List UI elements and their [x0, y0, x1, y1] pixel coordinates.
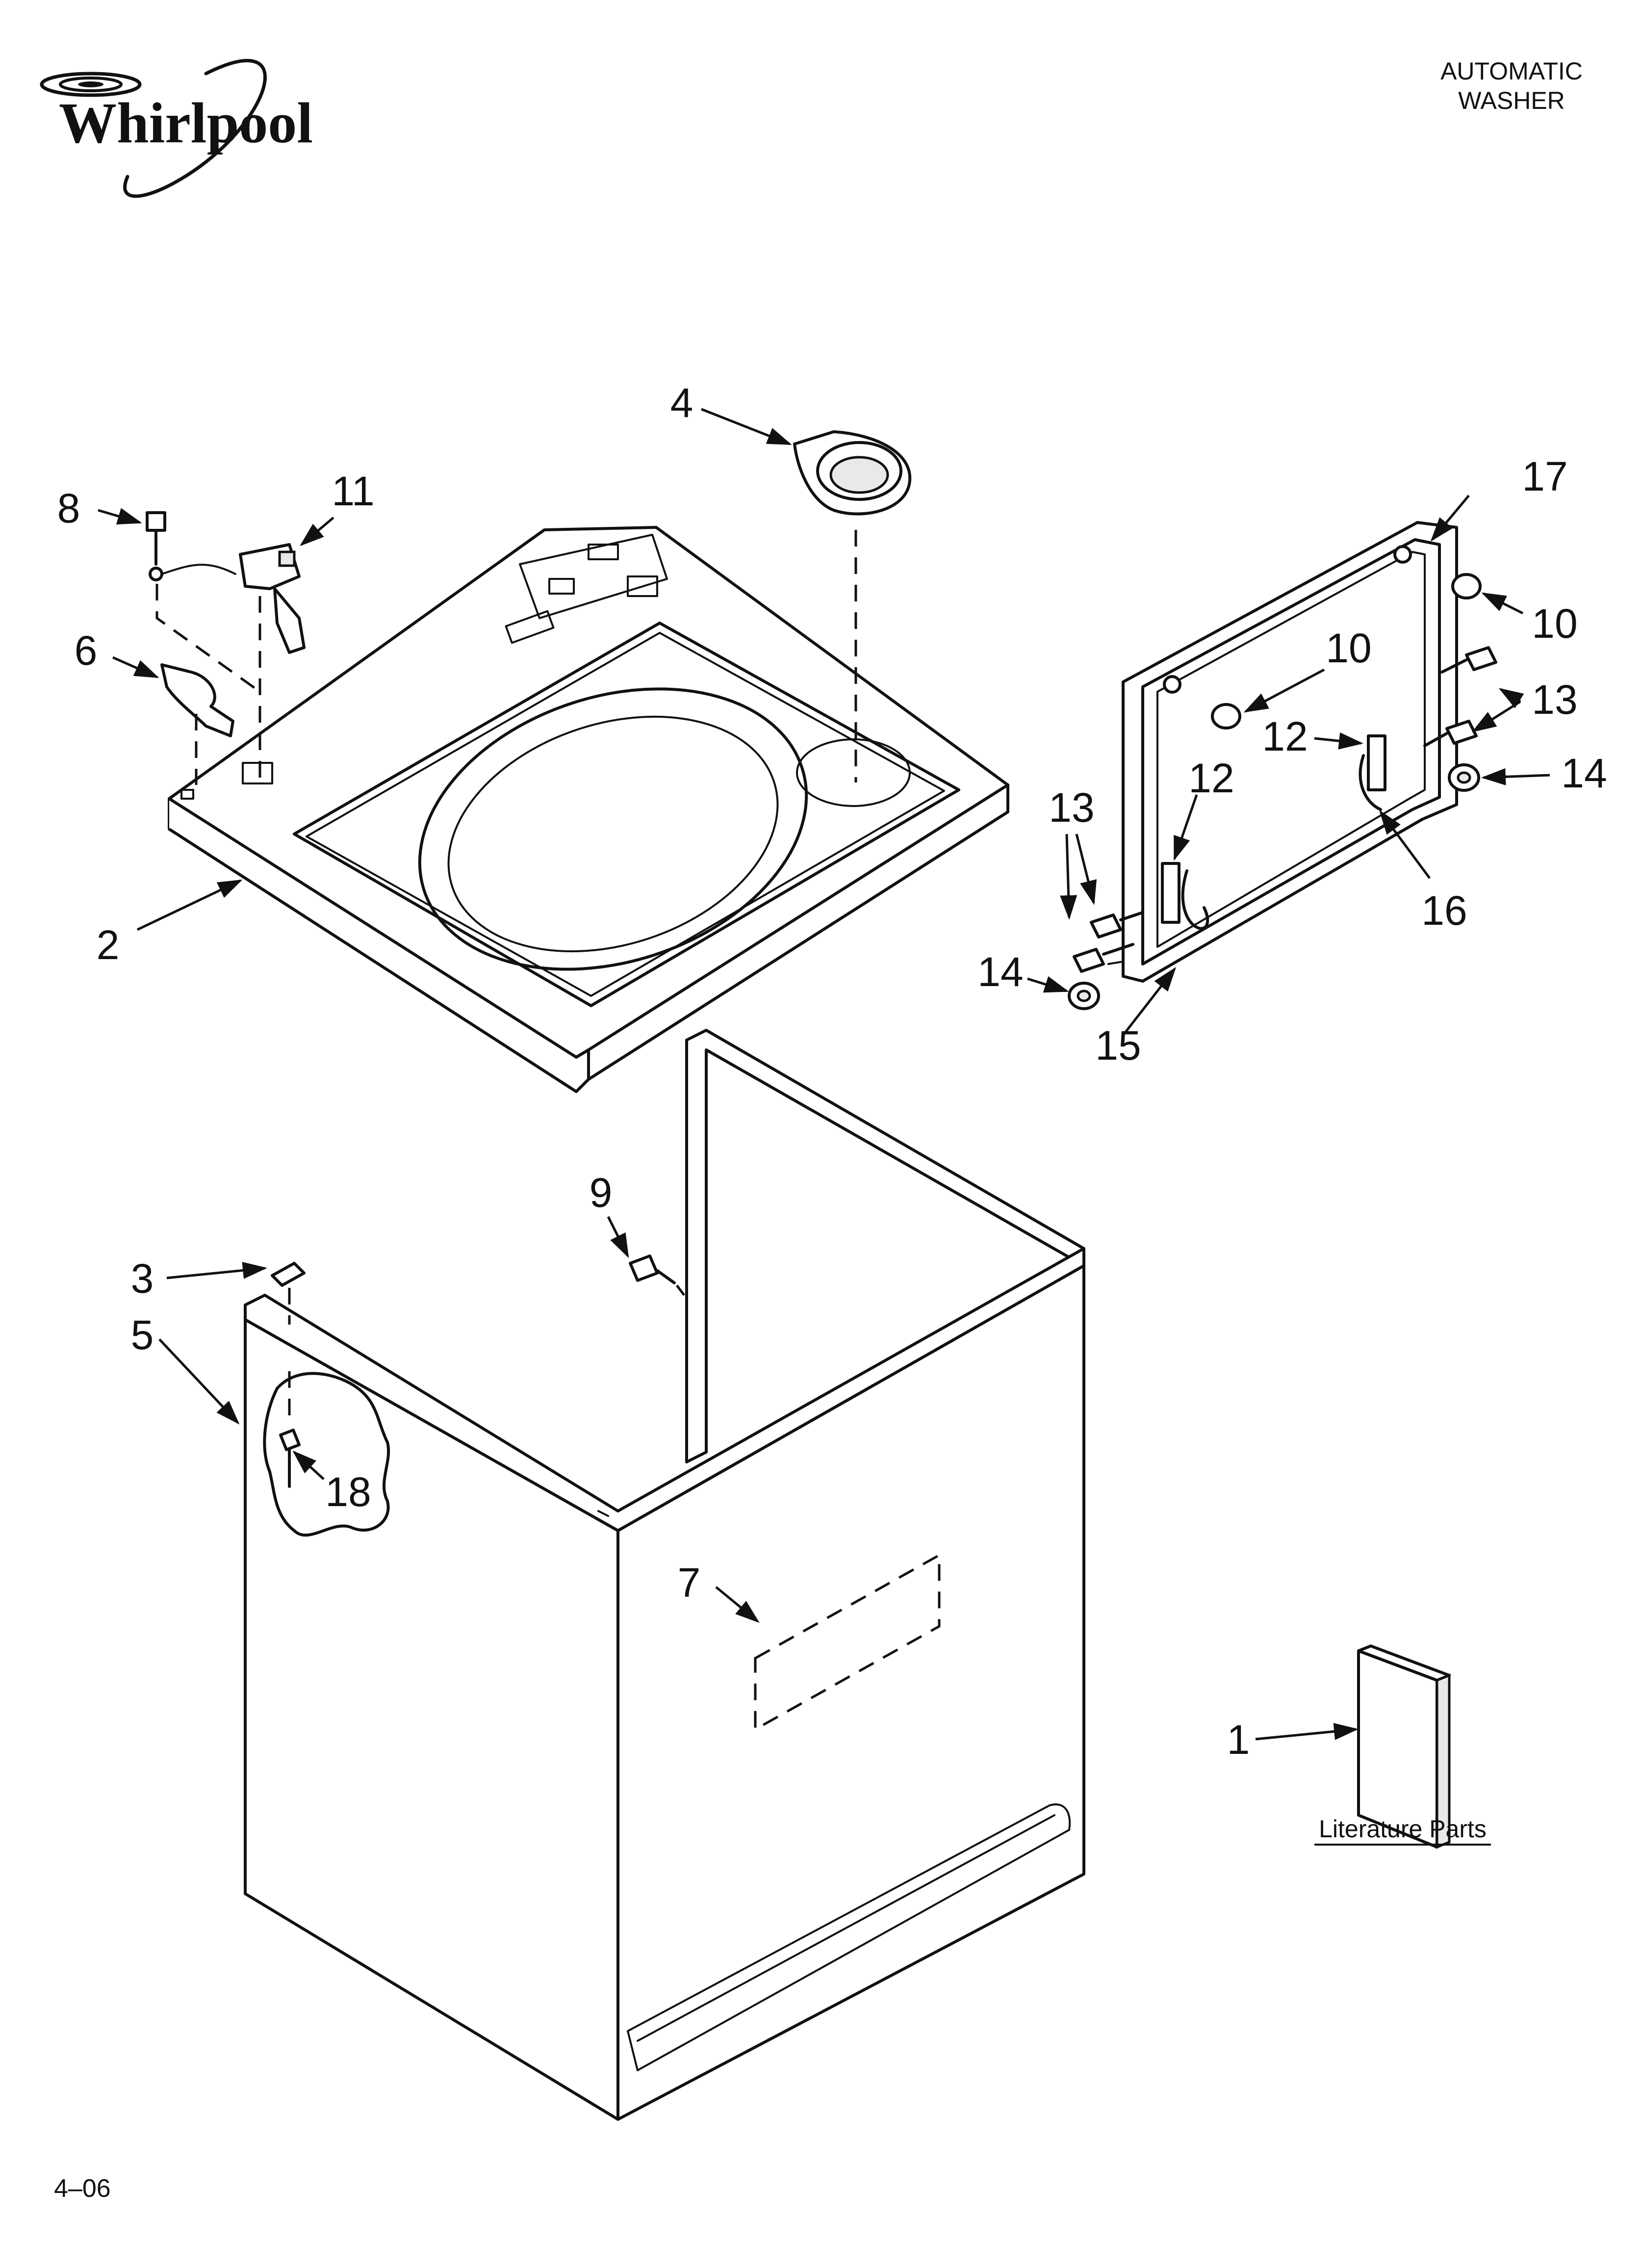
- cutaway-part-18: [263, 1371, 390, 1537]
- grommets-part-14: [1068, 763, 1480, 1010]
- callout-3: 3: [131, 1255, 154, 1302]
- callout-6: 6: [75, 627, 98, 674]
- ground-screw-part-8: [146, 511, 166, 581]
- title-line-2: WASHER: [1458, 87, 1565, 114]
- callout-13-right: 13: [1532, 677, 1577, 723]
- washer-lid-part-17: [1122, 521, 1458, 983]
- callout-8: 8: [57, 485, 80, 531]
- cabinet-part-5: [244, 1029, 1085, 2121]
- dispenser-cup-part-4: [793, 430, 912, 516]
- hinge-rod-part-15: [1181, 869, 1209, 930]
- lid-hinge-bracket-line: [1107, 919, 1124, 965]
- callout-13-left: 13: [1049, 784, 1094, 831]
- revision-code: 4–06: [54, 2174, 111, 2203]
- screws-part-13: [1073, 646, 1497, 973]
- label-outline-part-7: [754, 1553, 941, 1732]
- callout-10-left: 10: [1326, 625, 1371, 671]
- whirlpool-swirl-icon: [40, 59, 267, 198]
- callout-7: 7: [678, 1560, 701, 1606]
- screw-leader-line: [155, 584, 261, 693]
- literature-parts-label: Literature Parts: [1319, 1815, 1487, 1843]
- literature-book-part-1: [1357, 1644, 1451, 1849]
- hinge-part-12: [1161, 734, 1386, 924]
- screw-part-9: [629, 1254, 676, 1284]
- callout-9: 9: [590, 1170, 613, 1216]
- screw-leader-line-2: [676, 1284, 685, 1296]
- callout-arrows: [98, 408, 1550, 1741]
- clip-part-3: [271, 1262, 306, 1287]
- callout-12-right: 12: [1262, 713, 1308, 759]
- callout-1: 1: [1227, 1717, 1250, 1763]
- callout-2: 2: [97, 922, 120, 968]
- callout-4: 4: [670, 380, 693, 426]
- callout-5: 5: [131, 1312, 154, 1358]
- callout-14-right: 14: [1561, 750, 1607, 796]
- title-line-1: AUTOMATIC: [1440, 57, 1583, 85]
- callout-15: 15: [1095, 1022, 1141, 1069]
- callout-labels: 4 8 11 6 2 17 10 10 12 13 14 12 13 16 14…: [57, 380, 1607, 1763]
- brand-name: Whirlpool: [59, 91, 313, 155]
- lid-switch-part-11: [239, 543, 306, 654]
- hinge-rod-part-16: [1359, 754, 1382, 811]
- wire-clip-part-6: [160, 663, 234, 737]
- callout-10-right: 10: [1532, 600, 1577, 647]
- callout-16: 16: [1421, 887, 1467, 934]
- bumpers-part-10: [1211, 573, 1482, 730]
- washer-top-part-2: [168, 526, 1009, 1093]
- callout-12-left: 12: [1188, 755, 1234, 801]
- ground-wire: [161, 564, 236, 575]
- callout-11: 11: [332, 468, 374, 514]
- callout-14-left: 14: [977, 949, 1023, 995]
- callout-18: 18: [325, 1469, 371, 1515]
- callout-17: 17: [1522, 453, 1567, 499]
- whirlpool-logo: Whirlpool: [40, 59, 313, 198]
